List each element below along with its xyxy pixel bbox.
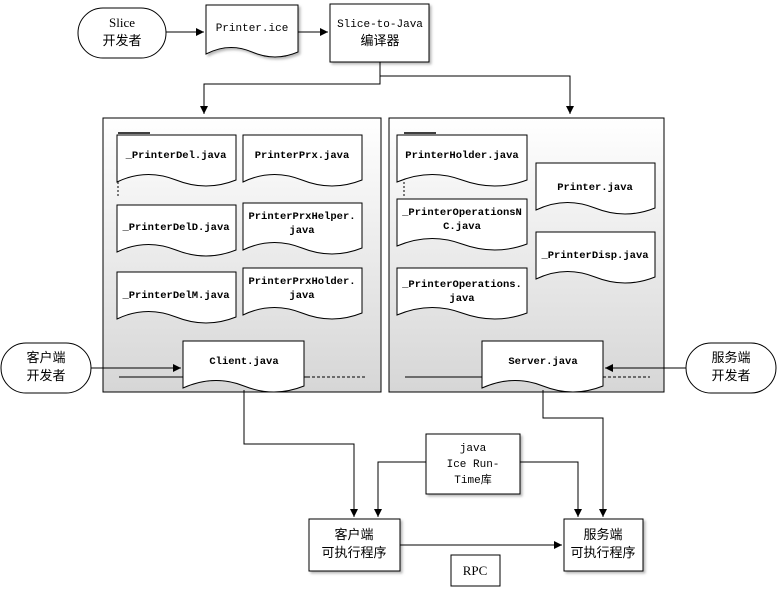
file-server-java-label: Server.java [508,356,578,368]
file-printer-java-label: Printer.java [557,182,633,194]
arrow-runtime-to-server-exe [520,461,582,517]
arrow-runtime-to-client-exe [374,461,426,517]
compiler-label-1: Slice-to-Java [337,19,423,31]
file-printer-prx-helper-label-2: java [289,225,315,237]
file-printer-operations-nc-label-1: _PrinterOperationsN [401,207,522,219]
compiler-box: Slice-to-Java 编译器 [329,3,430,63]
file-printer-disp-label: _PrinterDisp.java [540,250,649,262]
file-printer-prx-holder: PrinterPrxHolder. java [242,267,363,320]
server-developer-label-2: 开发者 [711,368,750,383]
file-printer-prx-helper-label-1: PrinterPrxHelper. [248,211,355,223]
client-generated-panel: _PrinterDel.java PrinterPrx.java _Printe… [102,117,382,393]
file-printer-del-m: _PrinterDelM.java [116,271,237,324]
server-developer-node: 服务端 开发者 [685,342,777,394]
slice-developer-label-1: Slice [109,15,135,30]
file-printer-java: Printer.java [535,162,656,215]
file-printer-disp: _PrinterDisp.java [535,231,656,284]
file-printer-prx-holder-label-2: java [289,290,315,302]
file-printer-operations-nc: _PrinterOperationsN C.java [396,198,528,251]
slice-developer-node: Slice 开发者 [77,7,167,59]
client-developer-label-1: 客户端 [26,350,65,365]
rpc-box: RPC [450,554,501,587]
client-executable-box: 客户端 可执行程序 [308,518,401,572]
ice-runtime-box: java Ice Run- Time库 [425,433,521,495]
server-generated-panel: PrinterHolder.java Printer.java _Printer… [388,117,665,393]
client-developer-node: 客户端 开发者 [0,342,92,394]
file-printer-prx-label: PrinterPrx.java [255,150,350,162]
ice-runtime-label-1: java [460,443,487,455]
file-printer-holder: PrinterHolder.java [396,134,528,187]
file-printer-del-d-label: _PrinterDelD.java [121,222,230,234]
file-printer-prx-holder-label-1: PrinterPrxHolder. [248,276,355,288]
compiler-label-2: 编译器 [360,33,399,48]
server-executable-label-1: 服务端 [583,527,622,542]
file-client-java: Client.java [182,340,305,393]
file-printer-prx-helper: PrinterPrxHelper. java [242,202,363,255]
file-printer-del-label: _PrinterDel.java [125,150,228,162]
file-printer-operations: _PrinterOperations. java [396,267,528,320]
arrow-client-java-to-client-exe [243,390,358,517]
server-developer-label-1: 服务端 [711,350,750,365]
slice-developer-label-2: 开发者 [102,33,141,48]
server-executable-label-2: 可执行程序 [570,545,635,560]
client-executable-label-1: 客户端 [334,527,373,542]
server-executable-box: 服务端 可执行程序 [563,518,644,572]
file-printer-operations-label-2: java [449,293,475,305]
file-printer-del-d: _PrinterDelD.java [116,204,237,257]
client-developer-label-2: 开发者 [26,368,65,383]
file-server-java: Server.java [481,340,604,393]
file-printer-operations-nc-label-2: C.java [443,221,482,233]
file-printer-del-m-label: _PrinterDelM.java [121,290,230,302]
ice-runtime-label-2: Ice Run- [447,459,500,471]
printer-ice-label: Printer.ice [216,23,289,35]
file-printer-holder-label: PrinterHolder.java [405,150,519,162]
file-client-java-label: Client.java [209,356,279,368]
arrow-server-java-to-server-exe [542,390,607,517]
printer-ice-document: Printer.ice [205,4,299,58]
file-printer-del: _PrinterDel.java [116,134,237,187]
rpc-label: RPC [463,563,488,578]
client-executable-label-2: 可执行程序 [321,545,386,560]
file-printer-prx: PrinterPrx.java [242,134,363,187]
ice-runtime-label-3: Time库 [454,473,491,487]
file-printer-operations-label-1: _PrinterOperations. [401,279,522,291]
arrow-compiler-to-server-panel [380,75,574,114]
arrow-compiler-to-client-panel [200,62,381,114]
